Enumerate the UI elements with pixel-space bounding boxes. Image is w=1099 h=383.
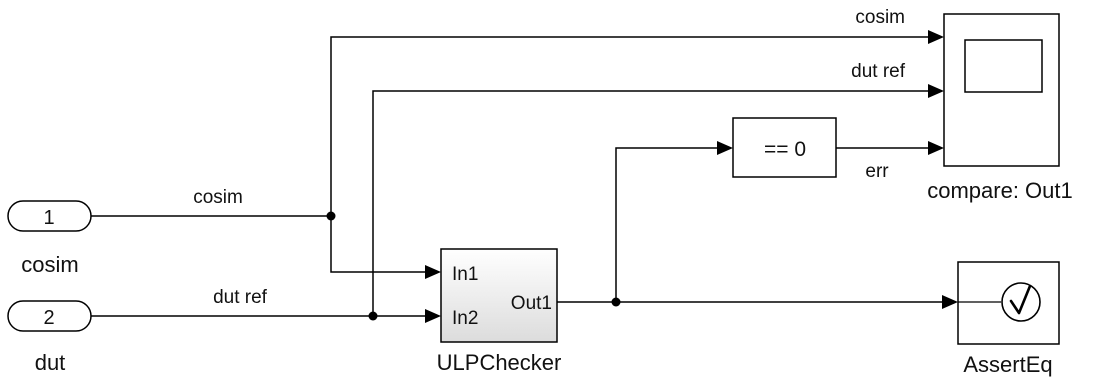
block-name: AssertEq	[963, 352, 1052, 377]
signal-line-cosim-to-ulp[interactable]	[330, 216, 425, 273]
port-label-out1: Out1	[511, 293, 552, 314]
block-name: ULPChecker	[437, 350, 562, 375]
assertion-block[interactable]	[957, 261, 1060, 345]
signal-label[interactable]: err	[865, 161, 889, 182]
signal-label[interactable]: dut ref	[213, 287, 268, 308]
port-label-in2: In2	[452, 308, 478, 329]
port-label-in1: In1	[452, 264, 478, 285]
signal-line-dut-ref-to-scope[interactable]	[372, 90, 928, 316]
arrowhead	[425, 309, 441, 323]
signal-label[interactable]: dut ref	[851, 61, 906, 82]
inport-name: dut	[35, 350, 66, 375]
compare-to-zero-block[interactable]: == 0	[732, 117, 837, 178]
ulp-checker-subsystem[interactable]: In1 In2 Out1	[440, 248, 558, 343]
arrowhead	[942, 295, 958, 309]
branch-point	[326, 211, 336, 221]
signal-line-cosim-to-scope[interactable]	[330, 36, 928, 216]
arrowhead	[928, 141, 944, 155]
scope-block[interactable]	[943, 13, 1060, 167]
inport-block-1[interactable]: 1	[7, 200, 92, 232]
signal-line-ulp-to-compare[interactable]	[615, 147, 717, 302]
signal-label[interactable]: cosim	[855, 7, 905, 28]
arrowhead	[928, 30, 944, 44]
checkmark-icon	[1001, 282, 1041, 322]
scope-screen	[964, 39, 1043, 93]
branch-point	[368, 311, 378, 321]
arrowhead	[425, 265, 441, 279]
block-name: compare: Out1	[927, 178, 1073, 203]
signal-label[interactable]: cosim	[193, 187, 243, 208]
inport-number: 1	[43, 207, 54, 229]
inport-name: cosim	[21, 252, 78, 277]
arrowhead	[717, 141, 733, 155]
compare-expression: == 0	[764, 138, 806, 161]
inport-number: 2	[43, 307, 54, 329]
inport-block-2[interactable]: 2	[7, 300, 92, 332]
branch-point	[611, 297, 621, 307]
arrowhead	[928, 84, 944, 98]
